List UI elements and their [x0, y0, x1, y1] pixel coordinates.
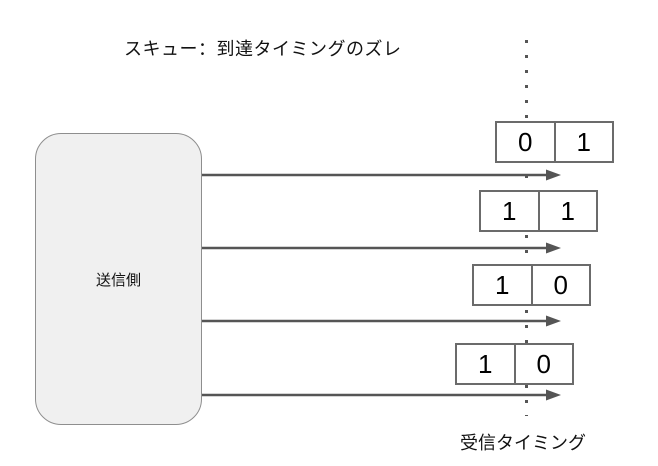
sender-box: 送信側 [35, 133, 202, 425]
arrowhead-icon [546, 315, 561, 327]
diagram-title: スキュー：到達タイミングのズレ [124, 39, 402, 59]
bit-pair-lane-4: 1 0 [455, 343, 574, 385]
bit-cell: 0 [530, 264, 591, 306]
receive-timing-label: 受信タイミング [460, 433, 586, 453]
bit-cell: 0 [495, 121, 556, 163]
signal-arrow-2 [202, 242, 561, 254]
bit-cell: 1 [553, 121, 614, 163]
arrowhead-icon [546, 389, 561, 401]
bit-cell: 1 [472, 264, 533, 306]
arrowhead-icon [546, 169, 561, 181]
bit-pair-lane-2: 1 1 [479, 190, 598, 232]
bit-cell: 1 [479, 190, 540, 232]
signal-arrow-1 [202, 169, 561, 181]
bit-pair-lane-3: 1 0 [472, 264, 591, 306]
bit-pair-lane-1: 0 1 [495, 121, 614, 163]
bit-cell: 1 [455, 343, 516, 385]
sender-label: 送信側 [95, 271, 141, 289]
signal-arrow-4 [202, 389, 561, 401]
bit-cell: 1 [537, 190, 598, 232]
arrowhead-icon [546, 242, 561, 254]
signal-arrow-3 [202, 315, 561, 327]
bit-cell: 0 [513, 343, 574, 385]
